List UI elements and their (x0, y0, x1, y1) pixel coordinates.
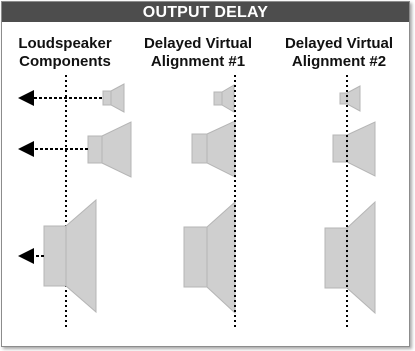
column-delayed-virtual-alignment-2 (324, 75, 376, 328)
midrange-speaker (332, 121, 376, 177)
column-title-line2: Components (19, 53, 111, 70)
tweeter-speaker (213, 84, 235, 113)
column-title-delayed-virtual-alignment-2: Delayed Virtual Alignment #2 (274, 35, 404, 71)
woofer-speaker (43, 198, 97, 314)
midrange-speaker (87, 121, 132, 178)
tweeter-speaker (102, 83, 125, 113)
column-title-line1: Delayed Virtual (284, 35, 394, 52)
tweeter-speaker (339, 85, 361, 112)
diagram-title: OUTPUT DELAY (2, 2, 409, 22)
column-delayed-virtual-alignment-1 (183, 75, 236, 328)
woofer-speaker (324, 200, 376, 315)
column-title-delayed-virtual-alignment-1: Delayed Virtual Alignment #1 (133, 35, 263, 71)
column-title-loudspeaker-components: Loudspeaker Components (0, 35, 130, 71)
column-loudspeaker-components (18, 75, 132, 328)
column-title-line1: Delayed Virtual (143, 35, 253, 52)
midrange-speaker (191, 120, 236, 178)
column-title-line1: Loudspeaker (18, 35, 112, 52)
column-title-line2: Alignment #1 (150, 53, 246, 70)
woofer-speaker (183, 200, 236, 315)
column-title-line2: Alignment #2 (291, 53, 387, 70)
